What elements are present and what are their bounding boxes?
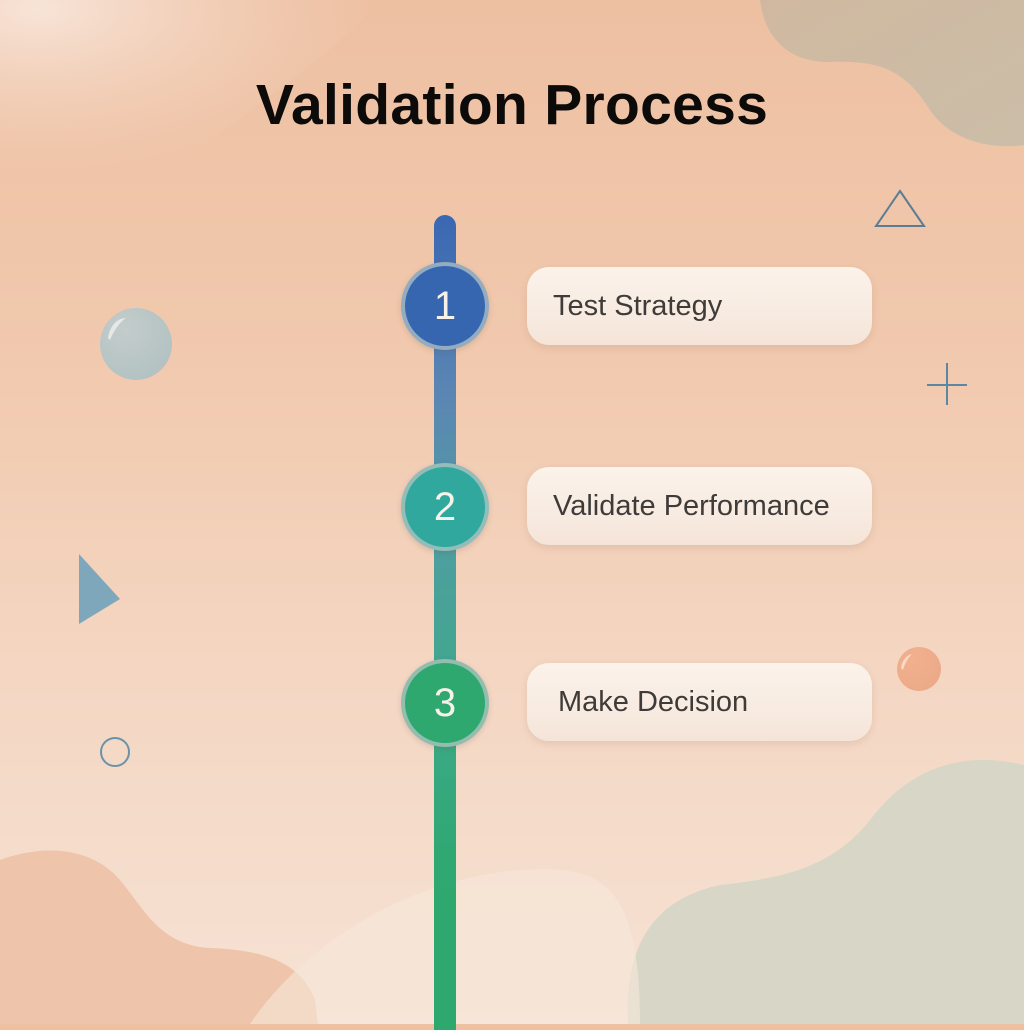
step-1-label: Test Strategy xyxy=(553,289,723,322)
step-1-number: 1 xyxy=(433,283,457,328)
step-1-marker: 1 xyxy=(401,262,489,350)
step-2-marker: 2 xyxy=(401,463,489,551)
blob-top-right xyxy=(760,0,1024,147)
ring-icon xyxy=(100,737,130,767)
play-triangle-icon xyxy=(79,554,120,624)
bubble-peach-icon xyxy=(897,647,941,691)
timeline-track xyxy=(434,215,456,1030)
glow-shape xyxy=(0,0,380,182)
step-1-card: Test Strategy xyxy=(527,267,872,345)
blob-bottom-left xyxy=(0,850,318,1024)
step-2-card: Validate Performance xyxy=(527,467,872,545)
page-title: Validation Process xyxy=(255,73,769,137)
step-3-label: Make Decision xyxy=(558,685,749,718)
step-2-label: Validate Performance xyxy=(553,489,830,522)
step-2-number: 2 xyxy=(433,484,457,529)
step-3-marker: 3 xyxy=(401,659,489,747)
plus-icon xyxy=(927,363,967,405)
step-3-card: Make Decision xyxy=(527,663,872,741)
step-3-number: 3 xyxy=(433,680,457,725)
bubble-blue-icon xyxy=(100,308,172,380)
outline-triangle-icon xyxy=(874,189,926,227)
blob-bottom-right xyxy=(627,759,1024,1024)
